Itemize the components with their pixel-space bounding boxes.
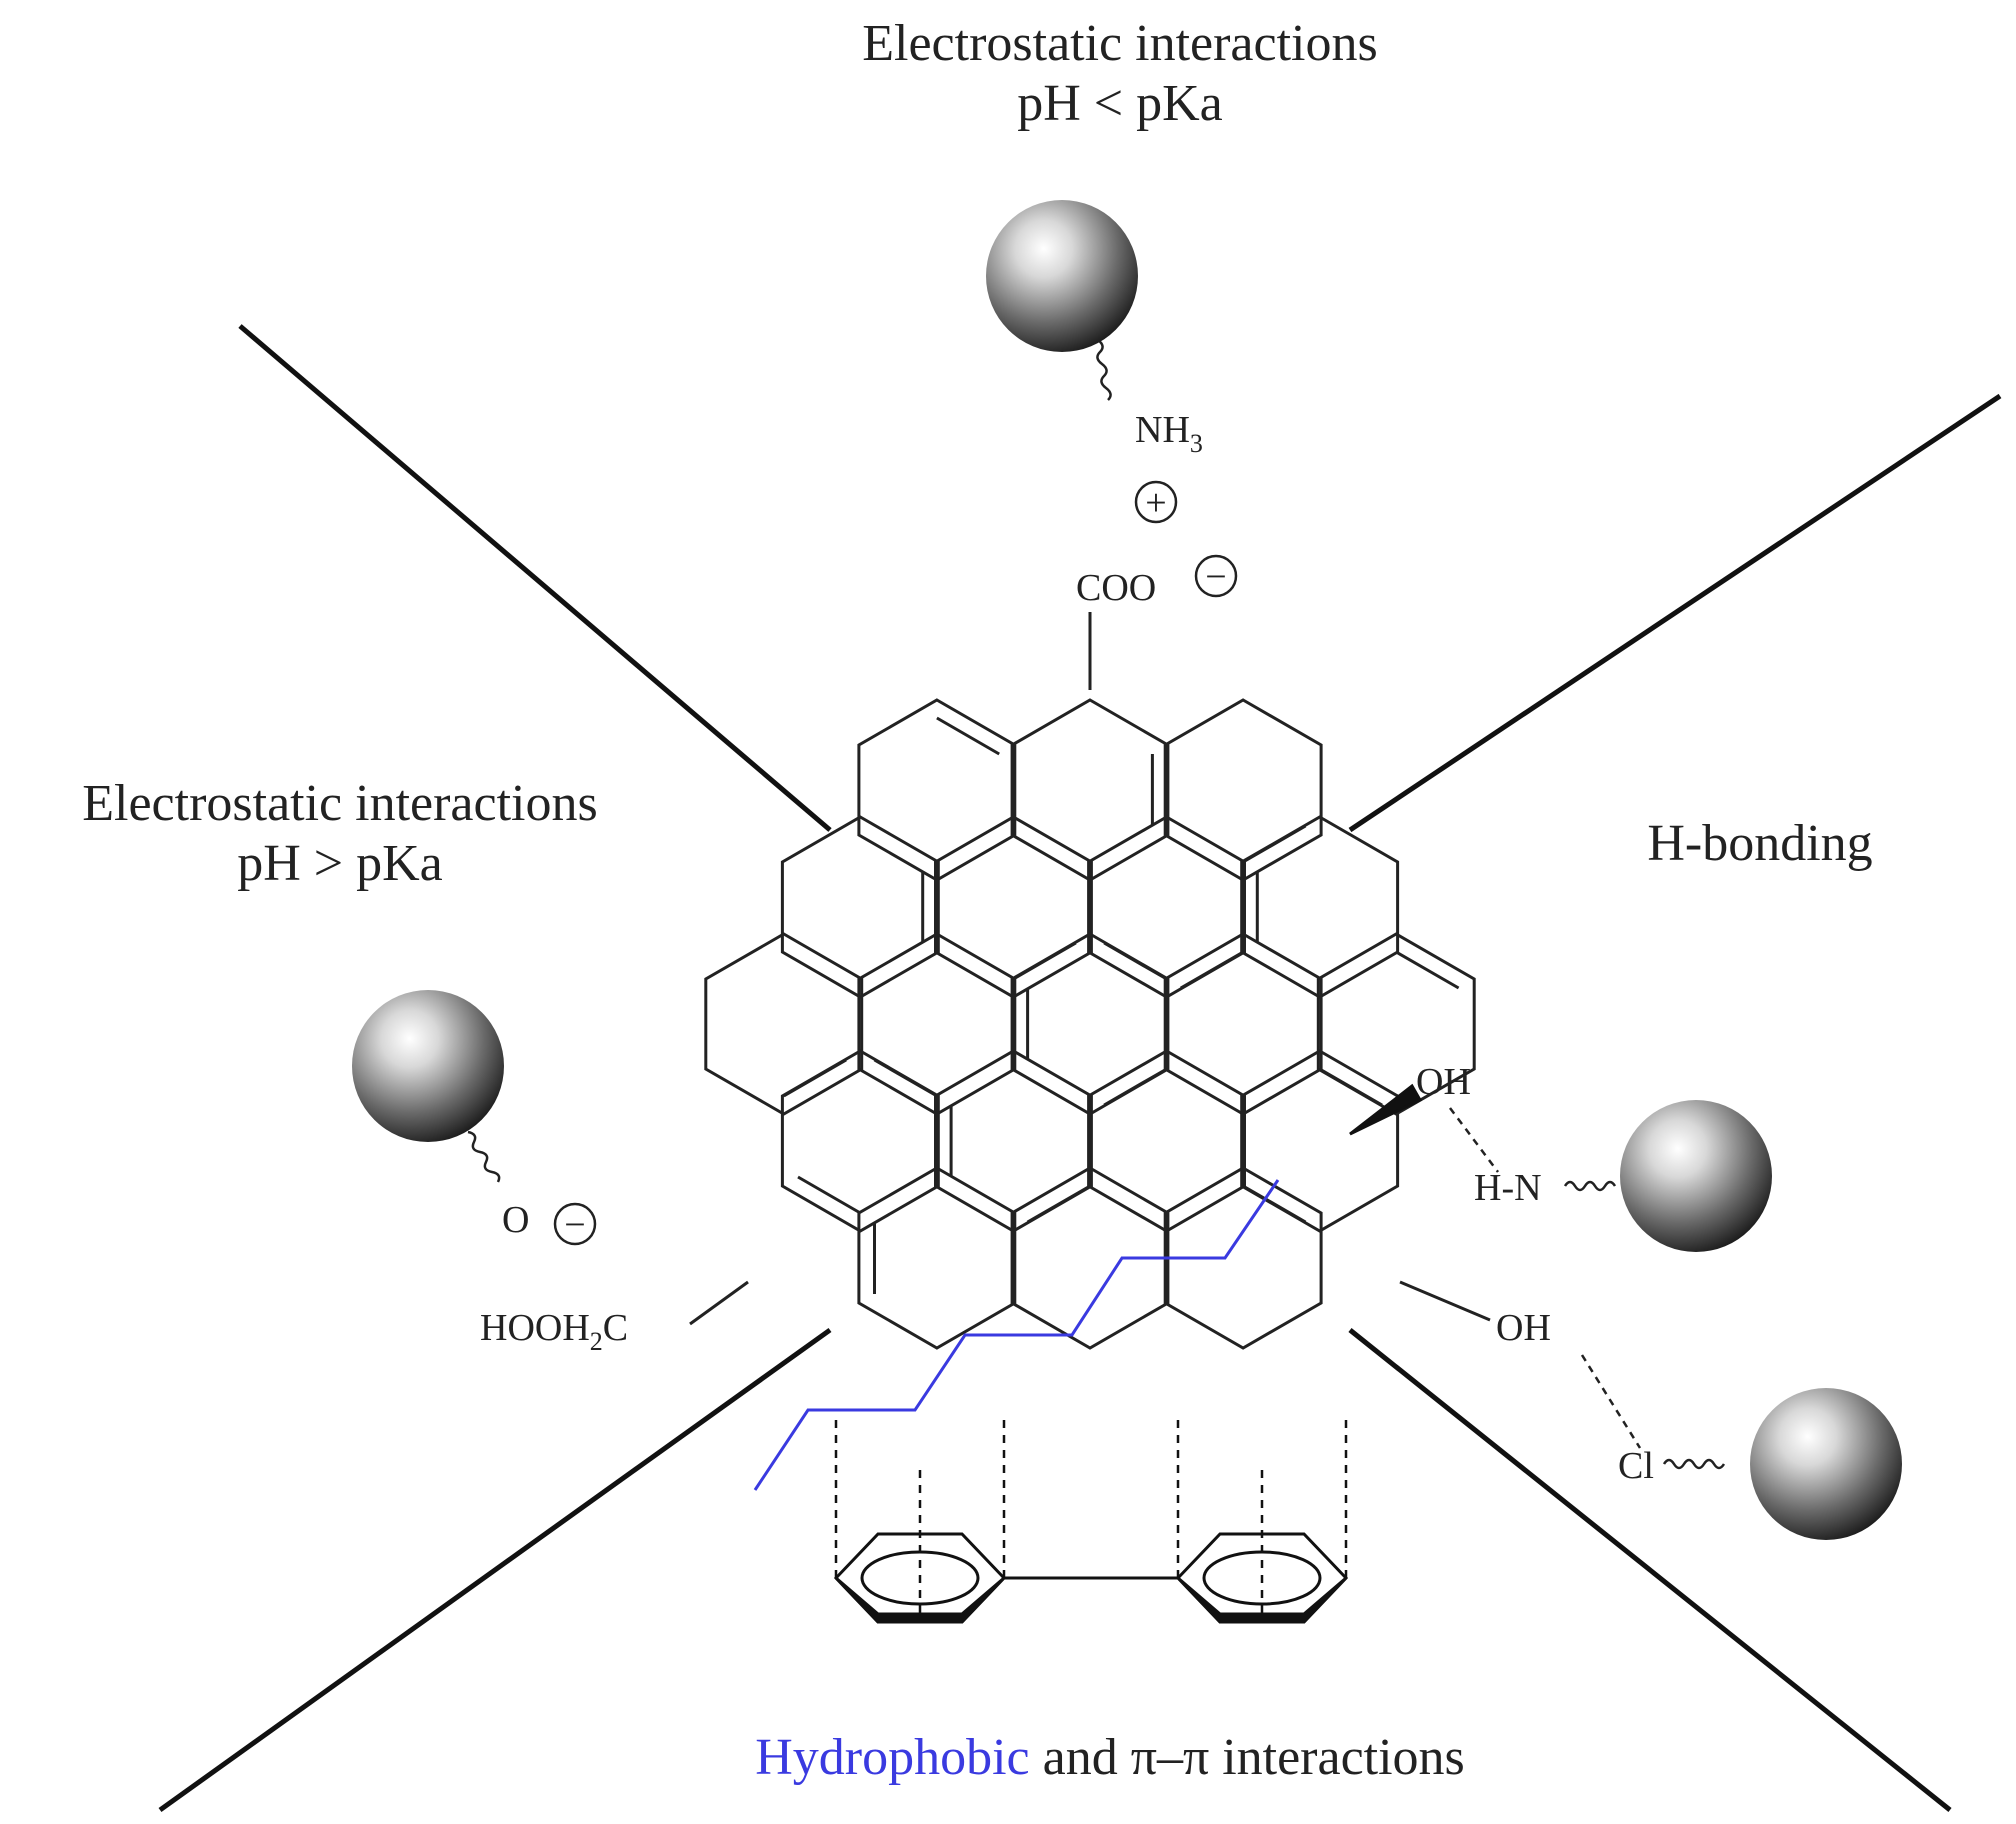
carboxymethyl-label-tail: C xyxy=(603,1307,628,1349)
left-section-title: Electrostatic interactions pH > pKa xyxy=(0,774,680,894)
minus-charge-circle-left xyxy=(553,1202,597,1246)
graphene-double-bond xyxy=(1180,950,1244,990)
graphene-hexagon xyxy=(1163,932,1323,1116)
graphene-hexagon xyxy=(780,1049,940,1233)
hydrophobic-alkyl-chain xyxy=(753,1179,1280,1491)
graphene-hexagon xyxy=(934,815,1093,999)
aromatic-pollutant-molecule xyxy=(833,1532,1349,1624)
graphene-hexagon xyxy=(857,698,1017,882)
h-bond-oh-to-hn xyxy=(1449,1107,1499,1173)
graphene-double-bond xyxy=(797,1175,862,1215)
amine-label: H-N xyxy=(1474,1167,1542,1209)
right-section-title: H-bonding xyxy=(1580,814,1940,874)
bottom-section-highlight: Hydrophobic xyxy=(755,1729,1030,1786)
graphene-double-bond xyxy=(1242,1184,1307,1224)
hydroxy-bottom-label: OH xyxy=(1496,1307,1551,1349)
linker-right-upper-sphere xyxy=(1563,1180,1617,1192)
carboxymethyl-label: HOOH2C xyxy=(480,1307,628,1356)
top-section-title: Electrostatic interactions pH < pKa xyxy=(760,14,1480,134)
adsorbate-sphere-top xyxy=(986,200,1138,352)
hydroxy-top-wedge-bond xyxy=(1349,1083,1423,1136)
right-aromatic-ring-bold-edge xyxy=(1176,1576,1348,1624)
oxide-label: O xyxy=(502,1199,529,1241)
minus-charge-sign-left: − xyxy=(564,1204,585,1246)
carboxymethyl-bond xyxy=(689,1280,749,1326)
graphene-hexagon xyxy=(857,1166,1017,1350)
divider-line-top-right xyxy=(1348,393,2002,833)
graphene-hexagon xyxy=(1087,815,1246,999)
graphene-hexagon xyxy=(1010,932,1170,1116)
ammonium-label-main: NH xyxy=(1135,409,1190,451)
graphene-hexagon xyxy=(1163,1166,1323,1350)
plus-charge-sign: + xyxy=(1145,482,1166,524)
graphene-double-bond xyxy=(1395,950,1460,990)
graphene-hexagon xyxy=(857,932,1017,1116)
ammonium-label: NH3 xyxy=(1135,409,1203,458)
graphene-oxide-sheet xyxy=(704,698,1476,1350)
graphene-hexagon xyxy=(1010,698,1170,882)
divider-line-bottom-left xyxy=(158,1327,832,1813)
divider-line-bottom-right xyxy=(1348,1328,1952,1812)
adsorbate-sphere-right-upper xyxy=(1620,1100,1772,1252)
left-aromatic-ring-bold-edge xyxy=(834,1576,1006,1624)
bottom-section-rest: and π–π interactions xyxy=(1042,1729,1465,1786)
graphene-hexagon xyxy=(1240,1049,1400,1233)
graphene-hexagon xyxy=(1087,1049,1246,1233)
quadrant-divider-lines xyxy=(158,324,2002,1813)
ammonium-label-sub: 3 xyxy=(1190,429,1203,458)
graphene-hexagon xyxy=(704,932,864,1116)
graphene-double-bond xyxy=(936,716,1000,756)
left-section-heading: Electrostatic interactions xyxy=(82,775,598,832)
adsorbate-sphere-right-lower xyxy=(1750,1388,1902,1540)
left-section-condition: pH > pKa xyxy=(237,834,443,892)
graphene-hexagon xyxy=(1240,815,1400,999)
right-section-heading: H-bonding xyxy=(1647,815,1873,872)
sphere-linkers xyxy=(467,339,1726,1470)
minus-charge-circle-top xyxy=(1194,554,1238,598)
graphene-double-bond xyxy=(1318,1067,1383,1107)
hydrogen-bond-dashes xyxy=(1449,1107,1642,1449)
graphene-double-bond xyxy=(1103,1067,1168,1107)
carboxylate-label: COO xyxy=(1076,567,1156,609)
minus-charge-sign-top: − xyxy=(1205,556,1226,598)
bottom-section-title: Hydrophobic and π–π interactions xyxy=(560,1728,1660,1788)
chloride-label: Cl xyxy=(1618,1445,1654,1487)
hydroxy-bottom-bond xyxy=(1399,1280,1491,1322)
linker-left-sphere xyxy=(467,1130,501,1183)
top-section-heading: Electrostatic interactions xyxy=(862,15,1378,72)
adsorbate-sphere-left xyxy=(352,990,504,1142)
carboxymethyl-label-main: HOOH xyxy=(480,1307,590,1349)
charge-markers xyxy=(553,480,1238,1246)
graphene-double-bond xyxy=(1026,1184,1091,1224)
carboxymethyl-label-sub: 2 xyxy=(590,1327,603,1356)
top-section-condition: pH < pKa xyxy=(1017,74,1223,132)
graphene-hexagon xyxy=(780,815,940,999)
divider-line-top-left xyxy=(238,324,832,832)
linker-right-lower-sphere xyxy=(1662,1458,1726,1470)
hydroxy-top-label: OH xyxy=(1416,1061,1471,1103)
plus-charge-circle xyxy=(1134,480,1178,524)
linker-top-sphere xyxy=(1096,339,1112,401)
substituent-bonds xyxy=(689,612,1491,1326)
h-bond-oh-to-cl xyxy=(1580,1354,1642,1449)
graphene-hexagon xyxy=(1163,698,1323,882)
pi-stacking-dashes xyxy=(834,1420,1348,1620)
graphene-hexagon xyxy=(934,1049,1093,1233)
